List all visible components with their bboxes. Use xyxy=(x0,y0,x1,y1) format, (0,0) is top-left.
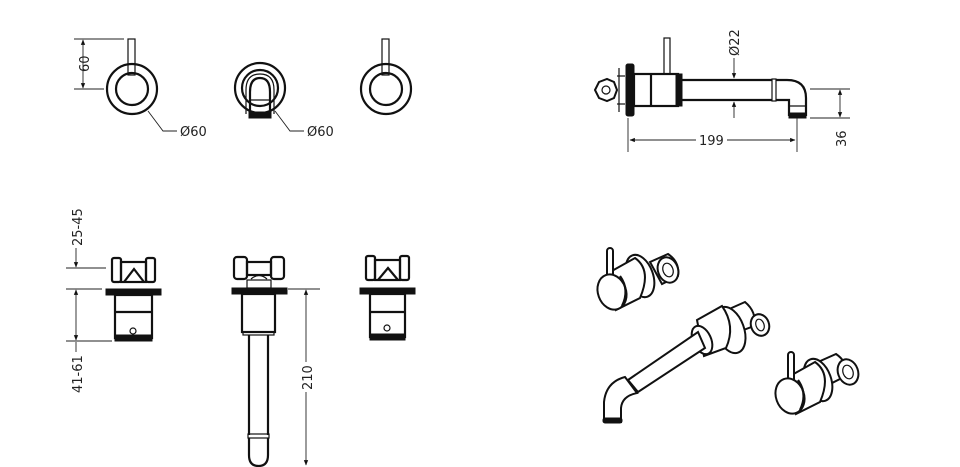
front-right-handle-view xyxy=(359,38,413,116)
dim-wall-depth-bottom: 41-61 xyxy=(71,355,86,393)
front-left-handle-view: 60 Ø60 xyxy=(74,38,207,140)
side-spout-view: Ø22 199 36 xyxy=(593,29,850,152)
isometric-view xyxy=(596,247,860,424)
top-left-valve-view: 25-45 41-61 xyxy=(66,208,162,393)
top-right-valve-view xyxy=(359,254,416,341)
dim-wall-depth-top: 25-45 xyxy=(71,208,86,246)
dim-spout-diameter: Ø22 xyxy=(728,29,743,56)
dim-projection: 199 xyxy=(699,134,724,149)
dim-outlet-height: 36 xyxy=(835,130,850,147)
dim-spout-length: 210 xyxy=(301,365,316,390)
iso-left-handle-valve xyxy=(596,247,680,312)
dim-backplate-diameter-spout: Ø60 xyxy=(307,125,334,140)
iso-right-handle-valve xyxy=(774,351,860,416)
front-spout-view: Ø60 xyxy=(233,61,334,140)
top-spout-view: 210 xyxy=(231,255,320,467)
iso-spout xyxy=(602,300,771,424)
dim-backplate-diameter-left: Ø60 xyxy=(180,125,207,140)
dim-handle-height: 60 xyxy=(78,55,93,72)
